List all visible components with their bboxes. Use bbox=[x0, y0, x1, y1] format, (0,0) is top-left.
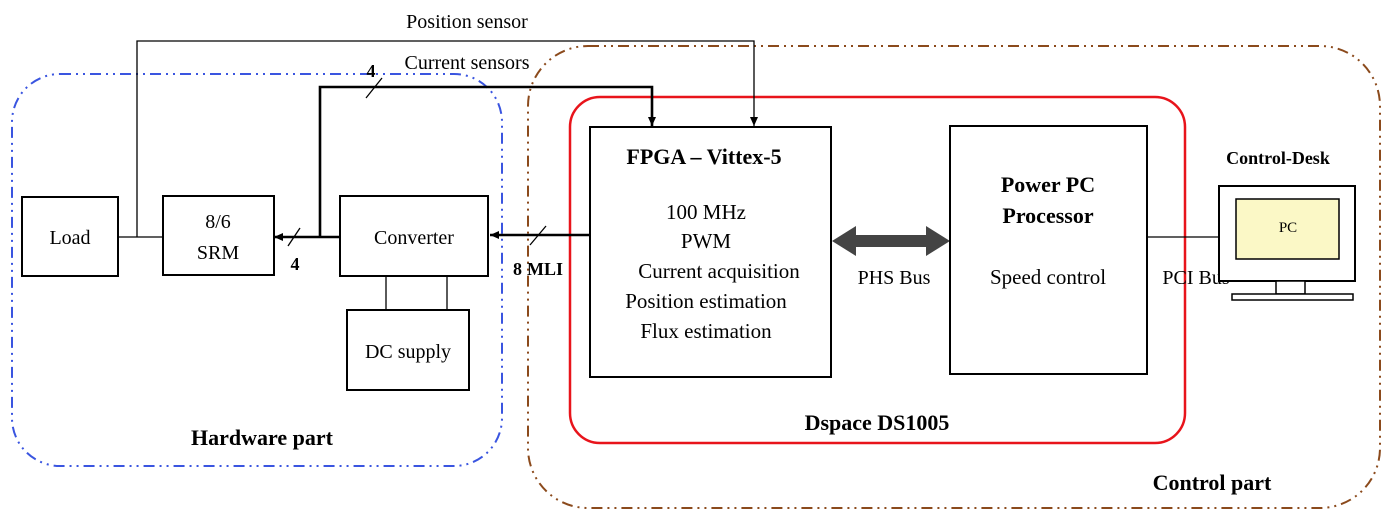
computer-screen bbox=[1235, 198, 1340, 260]
dspace-boundary bbox=[568, 95, 1187, 445]
srm-label-line-2: SRM bbox=[197, 242, 239, 264]
computer-icon: PC bbox=[1218, 185, 1356, 301]
mli-count: 8 bbox=[513, 259, 522, 279]
srm-block: 8/6 SRM bbox=[162, 195, 275, 276]
phs-bus-arrow bbox=[832, 226, 950, 256]
current-sensors-label: Current sensors bbox=[405, 52, 530, 74]
converter-label: Converter bbox=[374, 227, 454, 249]
phs-bus-label: PHS Bus bbox=[858, 267, 931, 289]
control-desk-title: Control-Desk bbox=[1226, 148, 1330, 168]
position-sensor-label: Position sensor bbox=[406, 11, 528, 33]
power-pc-title-line-1: Power PC bbox=[1001, 172, 1095, 197]
mli-label: MLI bbox=[527, 259, 563, 279]
fpga-block: FPGA – Vittex-5 100 MHz PWM Current acqu… bbox=[589, 126, 832, 378]
load-label: Load bbox=[49, 227, 90, 249]
hardware-part-boundary bbox=[11, 73, 503, 467]
computer-screen-label: PC bbox=[1279, 220, 1297, 236]
dc-supply-block: DC supply bbox=[346, 309, 470, 391]
power-pc-speed-control: Speed control bbox=[990, 265, 1106, 289]
control-desk: Control-Desk PC bbox=[1218, 148, 1356, 301]
srm-label-line-1: 8/6 bbox=[205, 211, 231, 233]
srm-output-count: 4 bbox=[291, 254, 300, 274]
power-pc-block: Power PC Processor Speed control bbox=[949, 125, 1148, 375]
position-sensor-wire bbox=[136, 40, 758, 237]
control-part-boundary bbox=[527, 45, 1381, 509]
fpga-line-clock: 100 MHz bbox=[666, 200, 746, 224]
power-pc-title-line-2: Processor bbox=[1002, 203, 1093, 228]
converter-srm-slash bbox=[287, 227, 301, 247]
fpga-line-current-acquisition: Current acquisition bbox=[638, 259, 800, 283]
dspace-label: Dspace DS1005 bbox=[805, 410, 950, 435]
current-sensors-count: 4 bbox=[367, 61, 376, 81]
fpga-line-pwm: PWM bbox=[681, 229, 732, 253]
fpga-line-flux-estimation: Flux estimation bbox=[640, 319, 772, 343]
current-sensors-bus bbox=[318, 85, 656, 237]
control-part-label: Control part bbox=[1153, 470, 1272, 495]
hardware-part-label: Hardware part bbox=[191, 425, 334, 450]
load-block: Load bbox=[21, 196, 119, 277]
converter-block: Converter bbox=[339, 195, 489, 277]
fpga-converter-slash bbox=[529, 225, 547, 246]
fpga-line-position-estimation: Position estimation bbox=[625, 289, 787, 313]
dc-supply-label: DC supply bbox=[365, 341, 451, 363]
current-sensors-slash bbox=[365, 77, 383, 99]
fpga-title: FPGA – Vittex-5 bbox=[626, 144, 781, 169]
pci-bus-label: PCI Bus bbox=[1162, 267, 1229, 289]
